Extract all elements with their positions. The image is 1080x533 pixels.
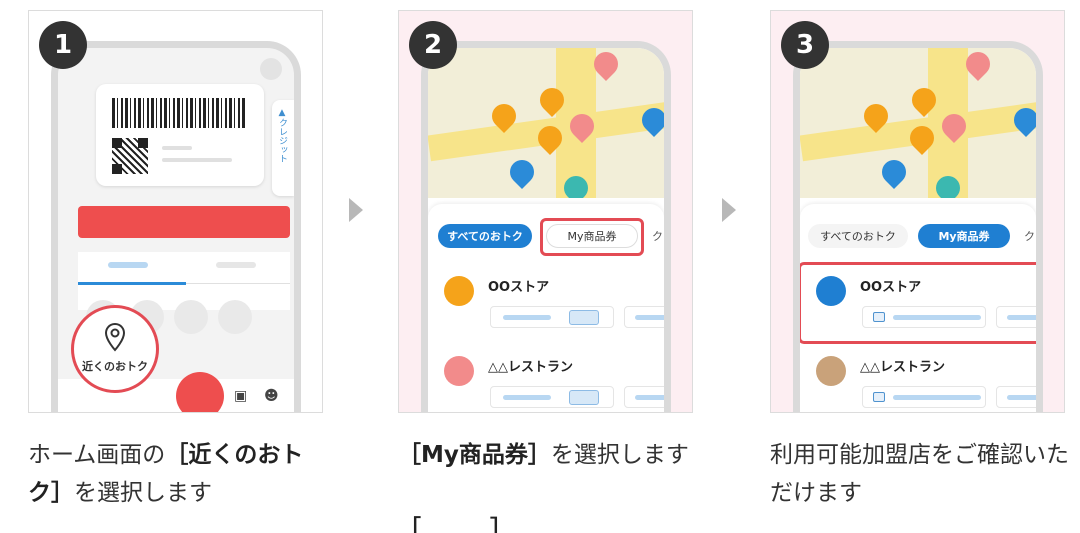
tab-inactive-placeholder[interactable] (216, 262, 256, 268)
chip-all-deals[interactable]: すべてのおトク (438, 224, 532, 248)
highlight-box (540, 218, 644, 256)
tab-active-underline (78, 282, 186, 285)
chip-overflow[interactable]: ク (652, 230, 663, 243)
credit-tab-label: ▲クレジット (277, 108, 287, 163)
next-arrow-icon (349, 198, 363, 222)
store-name: OOストア (860, 280, 922, 295)
avatar (444, 356, 474, 386)
map-pin-icon[interactable] (505, 155, 539, 189)
chip-my-vouchers[interactable]: My商品券 (918, 224, 1010, 248)
step-2-panel: 2 すべてのおトク My商品券 ク OOストア (398, 10, 693, 413)
list-item[interactable]: OOストア (800, 268, 1036, 340)
highlight-box (800, 262, 1036, 344)
ticket-icon (873, 392, 885, 402)
phone-frame: すべてのおトク My商品券 ク OOストア △△レストラン (793, 41, 1043, 412)
user-icon[interactable]: ☻ (264, 388, 279, 404)
map-view[interactable] (800, 48, 1036, 198)
center-action-button[interactable] (176, 372, 224, 412)
phone-frame: すべてのおトク My商品券 ク OOストア △△レストラン (421, 41, 671, 412)
voucher-chip[interactable] (624, 306, 664, 328)
step-2-caption-cutoff: ［ ］ (398, 516, 513, 533)
voucher-chip[interactable] (862, 386, 986, 408)
voucher-chip[interactable] (490, 386, 614, 408)
ticket-icon (873, 312, 885, 322)
voucher-chip[interactable] (996, 306, 1036, 328)
avatar (816, 356, 846, 386)
step-number-badge: 1 (39, 21, 87, 69)
voucher-chip[interactable] (490, 306, 614, 328)
step-1-panel: 1 ▲クレジット ▣ ☻ (28, 10, 323, 413)
credit-tab[interactable]: ▲クレジット (272, 100, 294, 196)
step-3-panel: 3 すべてのおトク My商品券 ク OOストア (770, 10, 1065, 413)
chip-overflow[interactable]: ク (1024, 230, 1035, 243)
voucher-chip[interactable] (996, 386, 1036, 408)
avatar (444, 276, 474, 306)
shortcut-icon[interactable] (218, 300, 252, 334)
tab-active-placeholder[interactable] (108, 262, 148, 268)
step-number-badge: 3 (781, 21, 829, 69)
chip-all-deals[interactable]: すべてのおトク (808, 224, 908, 248)
step-3-caption: 利用可能加盟店をご確認いただけます (770, 442, 1069, 506)
voucher-chip[interactable] (862, 306, 986, 328)
chip-my-vouchers[interactable]: My商品券 (546, 224, 638, 248)
red-banner[interactable] (78, 206, 290, 238)
store-name: △△レストラン (488, 360, 573, 375)
bottom-sheet: すべてのおトク My商品券 ク OOストア △△レストラン (428, 204, 664, 412)
nearby-deals-label: 近くのおトク (82, 360, 148, 373)
bottom-sheet: すべてのおトク My商品券 ク OOストア △△レストラン (800, 204, 1036, 412)
location-pin-icon (104, 322, 126, 352)
home-tabs (78, 252, 290, 310)
map-view[interactable] (428, 48, 664, 198)
qr-code-icon (112, 138, 148, 174)
list-item[interactable]: △△レストラン (800, 348, 1036, 412)
payment-code-card[interactable] (96, 84, 264, 186)
map-pin-icon[interactable] (877, 155, 911, 189)
phone-frame: ▲クレジット ▣ ☻ (51, 41, 301, 412)
list-item[interactable]: OOストア (428, 268, 664, 340)
store-name: OOストア (488, 280, 550, 295)
ticket-icon (569, 390, 599, 405)
step-1-caption: ホーム画面の［近くのおトク］を選択します (28, 442, 304, 506)
voucher-chip[interactable] (624, 386, 664, 408)
shortcut-icon[interactable] (174, 300, 208, 334)
avatar (816, 276, 846, 306)
barcode-icon (112, 98, 246, 128)
ticket-icon (569, 310, 599, 325)
next-arrow-icon (722, 198, 736, 222)
camera-dot-icon (260, 58, 282, 80)
nearby-deals-button[interactable]: 近くのおトク (71, 305, 159, 393)
step-number-badge: 2 (409, 21, 457, 69)
store-name: △△レストラン (860, 360, 945, 375)
wallet-icon[interactable]: ▣ (234, 388, 248, 404)
step-2-caption: ［My商品券］を選択します (398, 442, 689, 468)
list-item[interactable]: △△レストラン (428, 348, 664, 412)
